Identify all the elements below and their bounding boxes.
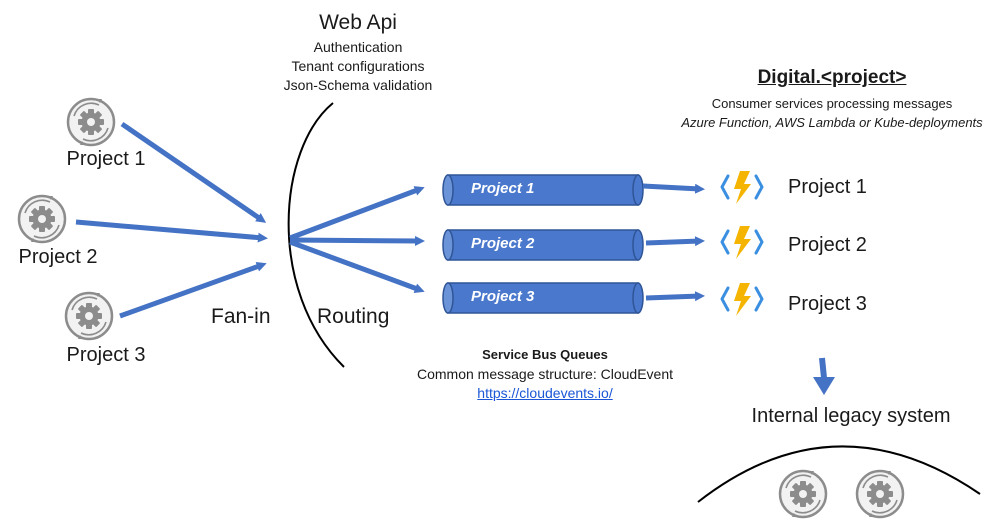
- producer-label: Project 2: [18, 246, 98, 268]
- azure-function-icon: [720, 169, 764, 206]
- gear-icon: [855, 469, 905, 519]
- gear-icon: [64, 291, 114, 341]
- azure-function-icon: [720, 224, 764, 261]
- routing-arrow-1: [289, 186, 425, 241]
- digital-subtitle: Consumer services processing messages: [711, 96, 953, 111]
- consumer-label: Project 3: [788, 293, 867, 315]
- consumer-label: Project 2: [788, 234, 867, 256]
- routing-arrow-3: [289, 239, 425, 293]
- queue-cylinder-3: [442, 282, 644, 314]
- gear-icon: [778, 469, 828, 519]
- web-api-boundary: [287, 102, 345, 368]
- queue-label: Project 1: [471, 180, 535, 197]
- web-api-title: Web Api: [319, 11, 397, 34]
- service-bus-title: Service Bus Queues: [482, 347, 608, 362]
- queue-cylinder-2: [442, 229, 644, 261]
- gear-icon: [66, 97, 116, 147]
- web-api-feature: Tenant configurations: [291, 58, 425, 74]
- consumer-label: Project 1: [788, 176, 867, 198]
- queue-label: Project 3: [471, 288, 535, 305]
- consume-arrow-2: [645, 236, 705, 247]
- service-bus-subtitle: Common message structure: CloudEvent: [417, 366, 673, 382]
- legacy-arrow: [819, 357, 827, 379]
- routing-label: Routing: [317, 305, 390, 328]
- producer-label: Project 1: [66, 148, 146, 170]
- gear-icon: [17, 194, 67, 244]
- legacy-system-boundary: [697, 445, 981, 503]
- digital-platforms: Azure Function, AWS Lambda or Kube-deplo…: [681, 115, 983, 130]
- fan-in-arrow-3: [119, 261, 267, 319]
- legacy-system-label: Internal legacy system: [751, 405, 951, 427]
- queue-cylinder-1: [442, 174, 644, 206]
- web-api-feature: Authentication: [313, 39, 403, 55]
- fan-in-label: Fan-in: [211, 305, 271, 328]
- fan-in-arrow-1: [120, 121, 267, 223]
- fan-in-arrow-2: [75, 219, 268, 243]
- producer-label: Project 3: [66, 344, 146, 366]
- legacy-arrow-head: [813, 377, 835, 395]
- azure-function-icon: [720, 281, 764, 318]
- web-api-feature: Json-Schema validation: [283, 77, 433, 93]
- cloudevents-link[interactable]: https://cloudevents.io/: [477, 385, 613, 401]
- digital-title: Digital.<project>: [757, 67, 907, 88]
- routing-arrow-2: [289, 235, 425, 246]
- queue-label: Project 2: [471, 235, 535, 252]
- consume-arrow-1: [642, 183, 705, 194]
- consume-arrow-3: [645, 291, 705, 302]
